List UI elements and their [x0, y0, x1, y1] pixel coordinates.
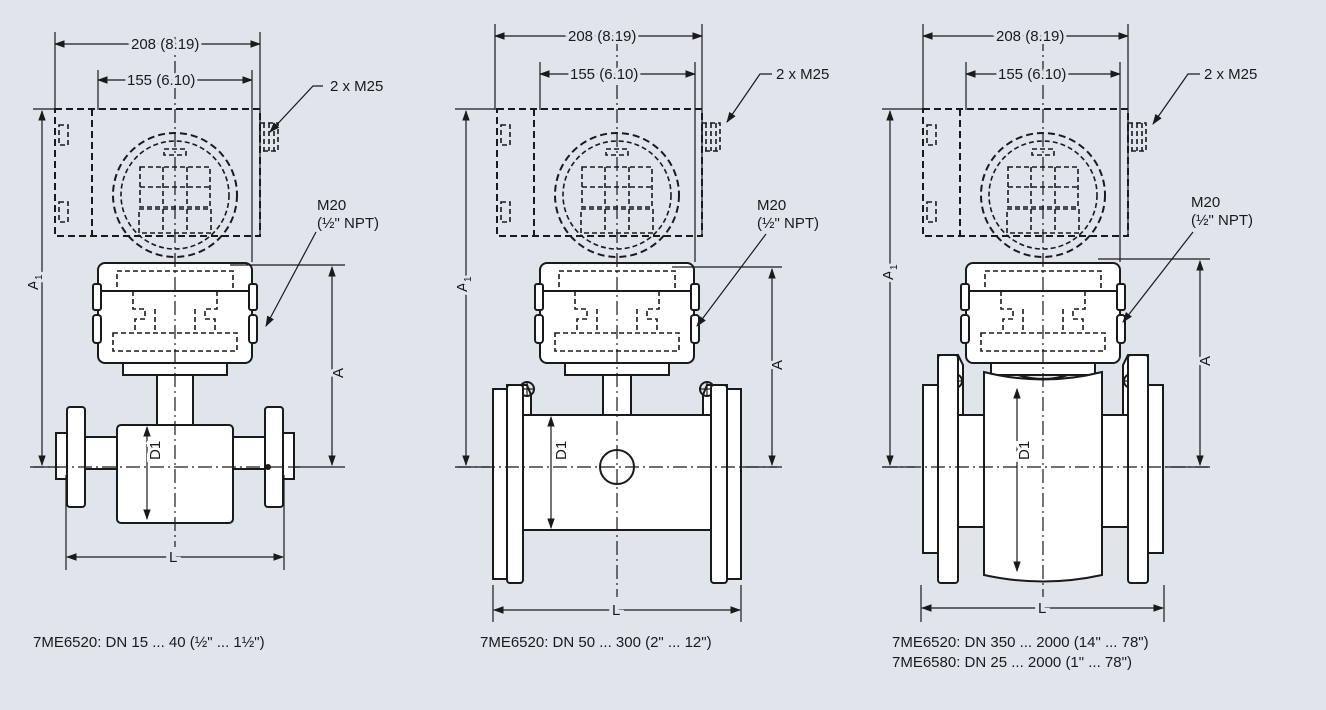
label-cable-gland: 2 x M25 — [776, 66, 829, 83]
label-width-outer: 208 (8.19) — [568, 28, 636, 45]
caption-view3-line2: 7ME6580: DN 25 ... 2000 (1" ... 78") — [892, 654, 1132, 671]
label-d1: D1 — [1016, 441, 1033, 460]
label-a: A — [769, 360, 786, 370]
label-width-inner: 155 (6.10) — [998, 66, 1066, 83]
dimension-lines — [33, 24, 1210, 622]
label-a1: A1 — [877, 261, 903, 283]
label-cable-gland: 2 x M25 — [330, 78, 383, 95]
caption-view3-line1: 7ME6520: DN 350 ... 2000 (14" ... 78") — [892, 634, 1149, 651]
label-conduit: M20 — [757, 197, 786, 214]
label-width-outer: 208 (8.19) — [131, 36, 199, 53]
label-d1: D1 — [553, 441, 570, 460]
label-a1: A1 — [22, 271, 48, 293]
svg-text:A1: A1 — [25, 274, 45, 290]
label-l: L — [612, 602, 620, 619]
label-l: L — [1038, 600, 1046, 617]
label-cable-gland: 2 x M25 — [1204, 66, 1257, 83]
view-dn350-2000 — [883, 37, 1208, 597]
svg-text:A1: A1 — [880, 264, 900, 280]
label-width-inner: 155 (6.10) — [570, 66, 638, 83]
label-a1: A1 — [451, 273, 477, 295]
label-a: A — [330, 368, 347, 378]
label-l: L — [169, 549, 177, 566]
label-conduit: M20 — [317, 197, 346, 214]
view-dn50-300 — [457, 37, 777, 597]
label-conduit-npt: (½" NPT) — [757, 215, 819, 232]
label-a: A — [1197, 356, 1214, 366]
label-width-outer: 208 (8.19) — [996, 28, 1064, 45]
caption-view1: 7ME6520: DN 15 ... 40 (½" ... 1½") — [33, 634, 265, 651]
label-d1: D1 — [147, 441, 164, 460]
label-conduit-npt: (½" NPT) — [1191, 212, 1253, 229]
label-conduit-npt: (½" NPT) — [317, 215, 379, 232]
dimension-labels: 208 (8.19) 155 (6.10) 2 x M25 M20 (½" NP… — [22, 25, 1257, 623]
captions: 7ME6520: DN 15 ... 40 (½" ... 1½") 7ME65… — [33, 634, 1149, 671]
caption-view2: 7ME6520: DN 50 ... 300 (2" ... 12") — [480, 634, 712, 651]
svg-text:A1: A1 — [454, 276, 474, 292]
label-conduit: M20 — [1191, 194, 1220, 211]
view-dn15-40 — [30, 37, 300, 547]
label-width-inner: 155 (6.10) — [127, 72, 195, 89]
